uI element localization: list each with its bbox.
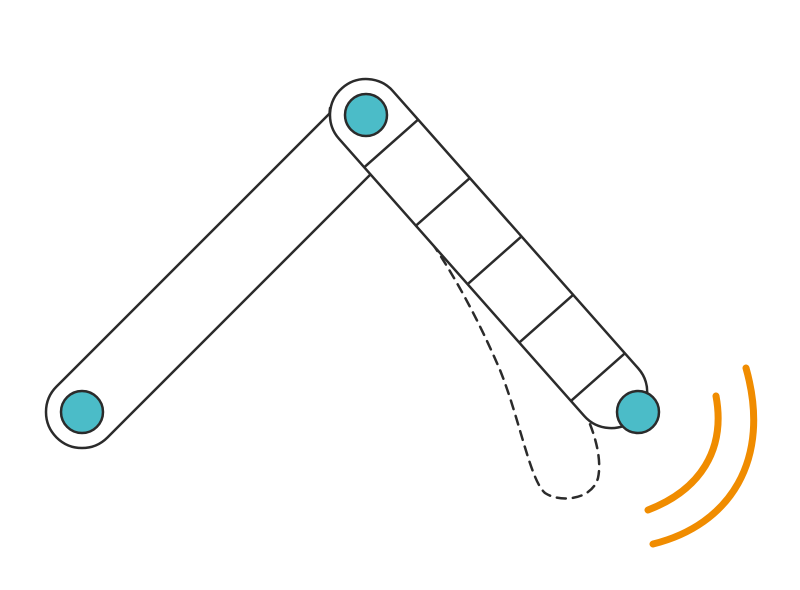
top-joint-pivot-icon <box>343 92 389 138</box>
bent-arm-ghost-outline <box>328 106 601 500</box>
right-arm-segment-divider <box>415 177 471 227</box>
right-arm-segment-divider <box>466 235 523 286</box>
motion-arc-outer-icon <box>649 364 758 548</box>
right-arm-segment-divider <box>363 118 419 169</box>
right-arm-segment-divider <box>570 352 626 402</box>
right-end-pivot-icon <box>615 389 661 435</box>
motion-arc-inner-icon <box>644 392 722 514</box>
right-arm-segment-divider <box>518 293 575 344</box>
left-end-pivot-icon <box>59 389 105 435</box>
